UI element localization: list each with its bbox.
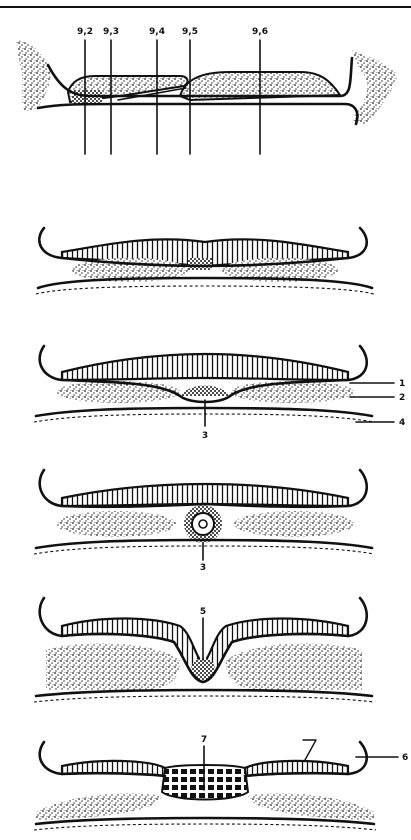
section-1-endoderm: [38, 104, 357, 124]
section-3-right-mesoderm: [230, 381, 354, 403]
section-3-endoderm: [36, 408, 372, 416]
section-4-right-mesoderm: [234, 511, 354, 537]
section-1-right-tissue: [352, 50, 398, 125]
section-2-endoderm: [38, 278, 372, 288]
section-4-left-mesoderm: [56, 511, 176, 537]
label-9-6: 9,6: [252, 27, 268, 37]
side-label-2: 2: [399, 393, 405, 403]
side-label-6: 6: [402, 753, 408, 763]
handwritten-mark-7: [303, 740, 316, 760]
section-6-left-mesoderm: [36, 793, 162, 820]
label-9-5: 9,5: [182, 27, 198, 37]
label-9-4: 9,4: [149, 27, 165, 37]
section-6-right-mesoderm: [248, 793, 374, 820]
section-6-dashed-layer: [34, 824, 376, 830]
section-5-right-mesoderm: [226, 643, 362, 690]
section-6-endoderm: [36, 818, 374, 824]
section-4-dashed-layer: [34, 546, 374, 554]
label-9-3: 9,3: [103, 27, 119, 37]
section-6-center-label: 7: [201, 735, 207, 745]
section-5-endoderm: [36, 690, 372, 696]
section-5-left-mesoderm: [46, 643, 180, 690]
section-4-cross-section: 3: [34, 470, 374, 573]
section-4-center-label: 3: [200, 563, 206, 573]
section-5-cross-section: 5: [34, 598, 374, 702]
section-4-endoderm: [36, 540, 372, 548]
section-3-dashed-layer: [34, 414, 374, 422]
section-1-left-tissue: [16, 40, 50, 112]
section-3-left-mesoderm: [56, 381, 180, 403]
label-9-2: 9,2: [77, 27, 93, 37]
section-5-center-label: 5: [200, 607, 206, 617]
section-3-notochord: [180, 386, 230, 397]
section-3-center-label: 3: [202, 431, 208, 441]
section-4-tube-lumen: [199, 520, 207, 528]
section-3-neural-plate: [62, 354, 348, 380]
section-2-dashed-layer: [36, 286, 374, 294]
section-5-dashed-layer: [34, 696, 374, 702]
section-3-cross-section: 1 2 4 3: [34, 346, 405, 441]
section-1-longitudinal: 9,2 9,3 9,4 9,5 9,6: [16, 27, 398, 154]
side-label-1: 1: [399, 379, 405, 389]
section-4-neural-plate: [62, 484, 348, 506]
section-6-cross-section: 7 6: [34, 735, 408, 830]
section-6-cell-mass: [162, 765, 248, 800]
section-2-notochord: [188, 258, 212, 270]
side-label-4: 4: [399, 418, 405, 428]
section-2-cross-section: [36, 228, 374, 294]
